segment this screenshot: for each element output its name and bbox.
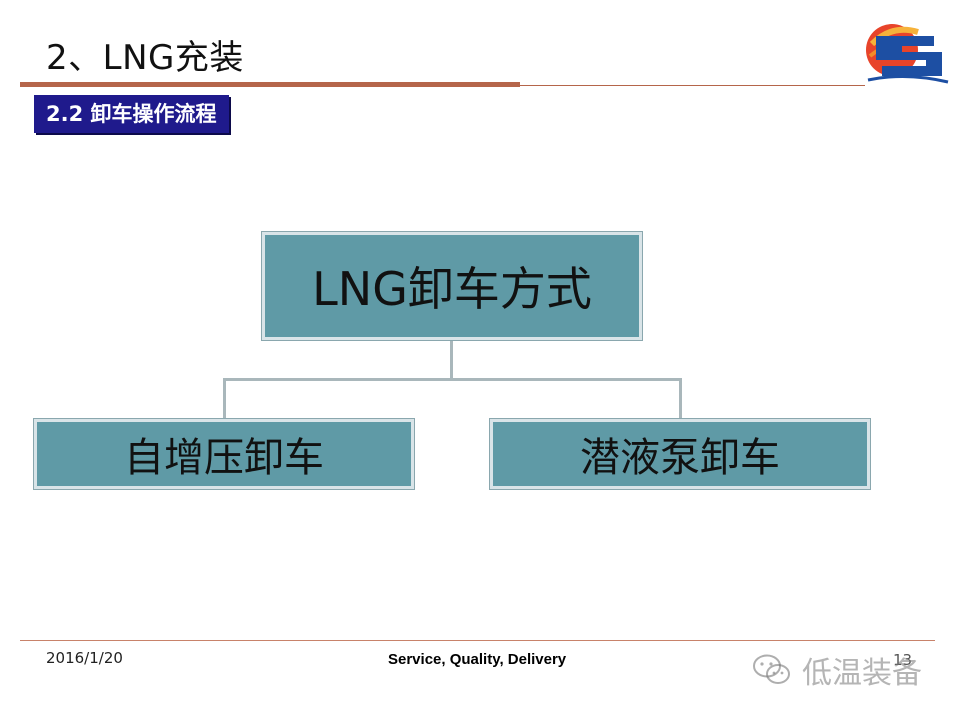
footer-date: 2016/1/20 (46, 649, 123, 667)
title-rule (20, 82, 520, 87)
watermark: 低温装备 (752, 650, 922, 691)
connector-horizontal (223, 378, 682, 381)
page-number: 13 (893, 651, 913, 669)
footer-rule (20, 640, 935, 641)
wechat-icon (753, 654, 790, 684)
title-rule-thin (520, 85, 865, 86)
slide-title: 2、LNG充装 (46, 38, 244, 78)
section-label: 2.2 卸车操作流程 (34, 95, 229, 133)
connector-right (679, 378, 682, 419)
diagram-child-node-self-pressurizing: 自增压卸车 (34, 419, 414, 489)
watermark-text: 低温装备 (802, 656, 922, 691)
footer-tagline: Service, Quality, Delivery (388, 651, 567, 668)
company-logo (866, 24, 949, 84)
diagram-root-node: LNG卸车方式 (262, 232, 642, 340)
diagram-child-node-submerged-pump: 潜液泵卸车 (490, 419, 870, 489)
connector-root (450, 340, 453, 380)
connector-left (223, 378, 226, 419)
